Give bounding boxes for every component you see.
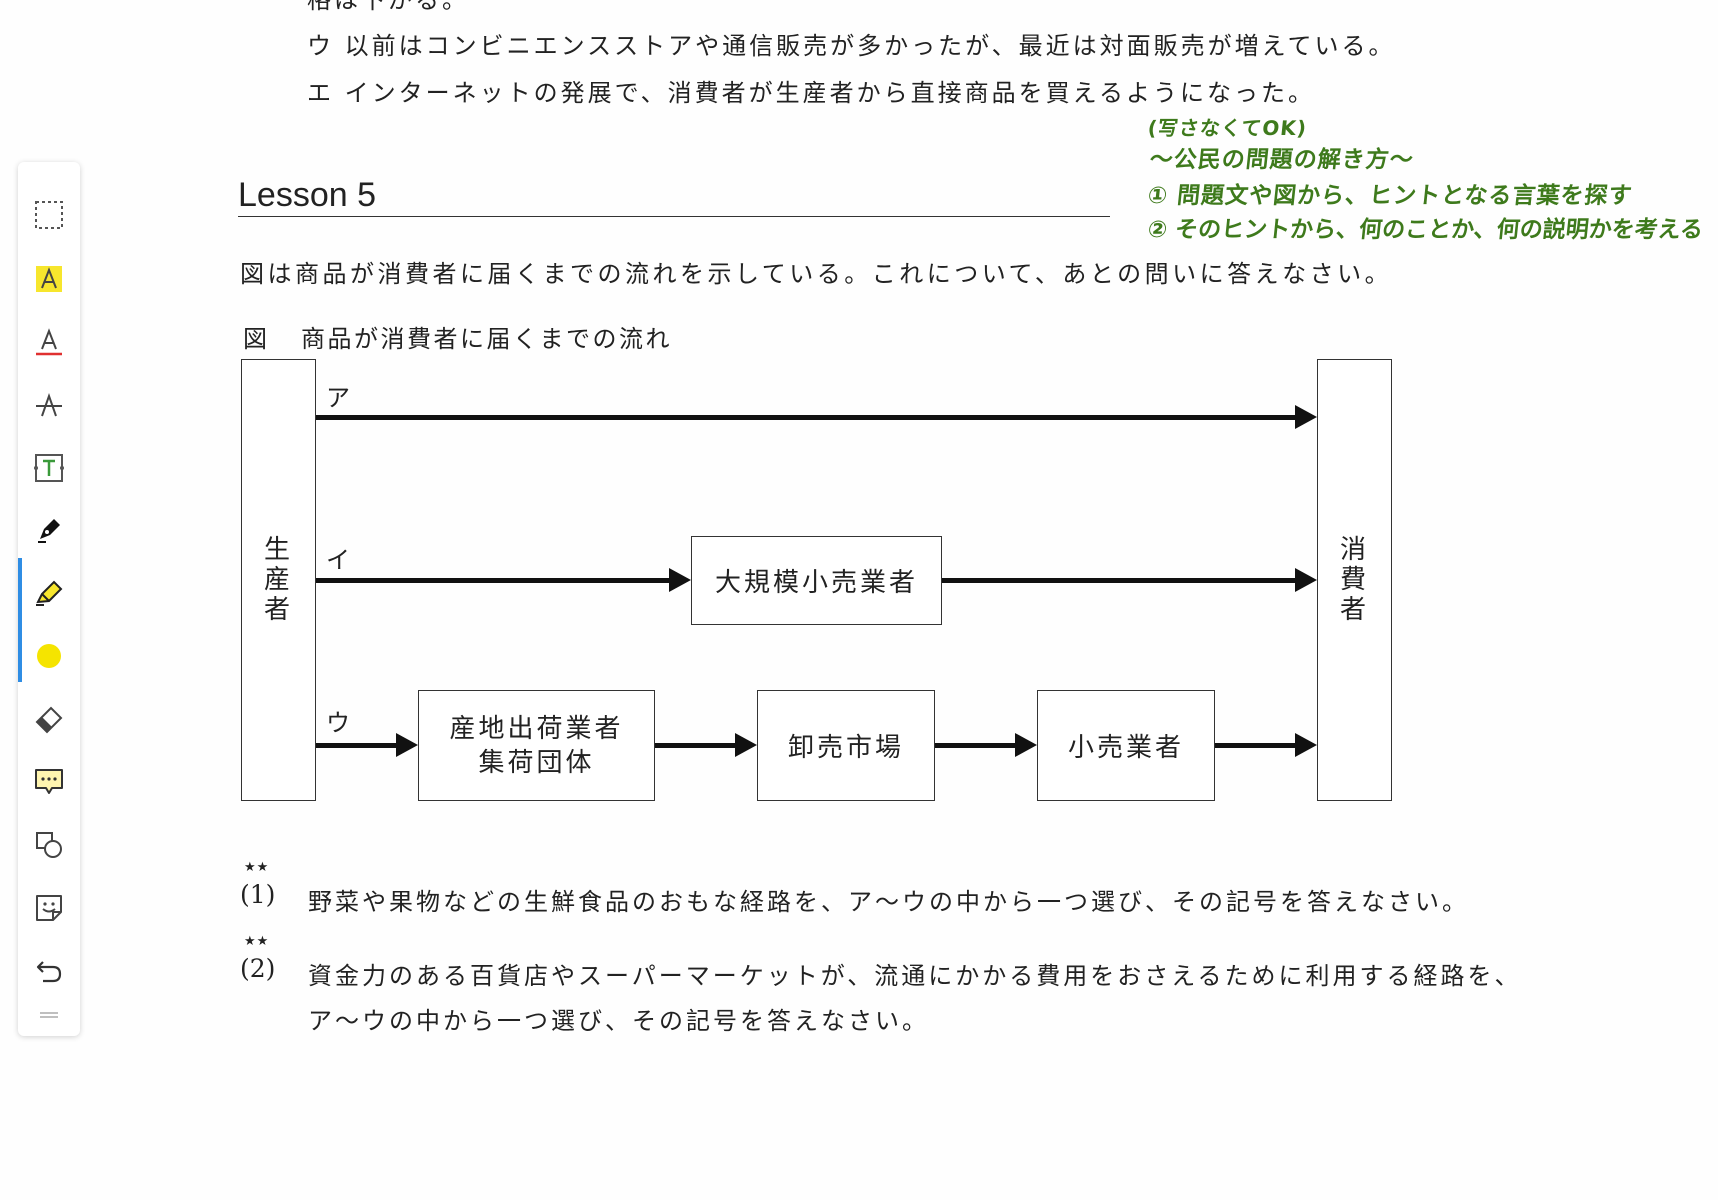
route-u-arrowhead-1	[396, 733, 418, 757]
route-i-arrowhead-2	[1295, 568, 1317, 592]
route-u-arrowhead-4	[1295, 733, 1317, 757]
route-u-line-3	[935, 743, 1016, 748]
lesson-title: Lesson 5	[238, 176, 376, 214]
drag-handle-icon[interactable]	[18, 1000, 80, 1030]
handwritten-note-line-1: (写さなくてOK)	[1146, 116, 1309, 140]
strikethrough-text-icon[interactable]	[18, 379, 80, 431]
route-i-arrowhead-1	[669, 568, 691, 592]
shapes-icon[interactable]	[18, 819, 80, 871]
question-1-difficulty-stars: ★★	[244, 860, 270, 875]
question-1-number: (1)	[240, 880, 276, 909]
producer-char-3: 者	[263, 595, 293, 625]
route-i-line-2	[942, 578, 1295, 583]
origin-shipper-label-1: 産地出荷業者	[449, 713, 624, 744]
producer-char-2: 産	[263, 565, 293, 595]
route-u-arrowhead-3	[1015, 733, 1037, 757]
route-u-line-2	[655, 743, 736, 748]
top-text-line-2: エ インターネットの発展で、消費者が生産者から直接商品を買えるようになった。	[307, 79, 1315, 107]
question-2-number: (2)	[240, 954, 276, 983]
route-i-line-1	[316, 578, 670, 583]
large-retailer-box: 大規模小売業者	[691, 536, 942, 625]
active-tool-indicator	[18, 558, 22, 682]
question-2-text-line-1: 資金力のある百貨店やスーパーマーケットが、流通にかかる費用をおさえるために利用す…	[308, 962, 1522, 990]
color-swatch-yellow[interactable]	[18, 630, 80, 682]
route-a-label: ア	[326, 384, 350, 412]
highlighter-icon[interactable]	[18, 567, 80, 619]
wholesale-market-box: 卸売市場	[757, 690, 935, 801]
top-text-line-0: 格は下がる。	[307, 0, 469, 14]
eraser-icon[interactable]	[18, 693, 80, 745]
question-1-text: 野菜や果物などの生鮮食品のおもな経路を、ア～ウの中から一つ選び、その記号を答えな…	[308, 888, 1469, 916]
handwritten-note-line-3: ① 問題文や図から、ヒントとなる言葉を探す	[1146, 183, 1634, 209]
handwritten-note-line-2: ～公民の問題の解き方～	[1148, 147, 1416, 173]
figure-label: 図	[243, 325, 271, 353]
origin-shipper-label-2: 集荷団体	[478, 747, 595, 778]
pen-icon[interactable]	[18, 504, 80, 556]
route-u-line-1	[316, 743, 396, 748]
route-i-label: イ	[326, 546, 350, 574]
consumer-char-3: 者	[1339, 595, 1369, 625]
lesson-intro: 図は商品が消費者に届くまでの流れを示している。これについて、あとの問いに答えなさ…	[240, 260, 1393, 288]
question-2-text-line-2: ア～ウの中から一つ選び、その記号を答えなさい。	[308, 1007, 929, 1035]
consumer-char-1: 消	[1339, 535, 1369, 565]
producer-box: 生 産 者	[241, 359, 316, 801]
producer-char-1: 生	[263, 535, 293, 565]
consumer-box: 消 費 者	[1317, 359, 1392, 801]
text-box-icon[interactable]	[18, 442, 80, 494]
annotation-toolbar	[18, 162, 80, 1036]
handwritten-note-line-4: ② そのヒントから、何のことか、何の説明かを考える	[1146, 217, 1705, 243]
comment-icon[interactable]	[18, 756, 80, 808]
origin-shipper-box: 産地出荷業者 集荷団体	[418, 690, 655, 801]
retailer-box: 小売業者	[1037, 690, 1215, 801]
top-text-line-1: ウ 以前はコンビニエンスストアや通信販売が多かったが、最近は対面販売が増えている…	[307, 32, 1396, 60]
undo-icon[interactable]	[18, 945, 80, 997]
underline-text-icon[interactable]	[18, 316, 80, 368]
route-a-line	[316, 415, 1295, 420]
consumer-char-2: 費	[1339, 565, 1369, 595]
question-2-difficulty-stars: ★★	[244, 934, 270, 949]
figure-title: 商品が消費者に届くまでの流れ	[301, 325, 672, 353]
route-a-arrowhead	[1295, 405, 1317, 429]
route-u-label: ウ	[326, 709, 350, 737]
highlight-text-icon[interactable]	[18, 253, 80, 305]
lesson-title-rule	[238, 216, 1110, 217]
route-u-line-4	[1215, 743, 1295, 748]
route-u-arrowhead-2	[735, 733, 757, 757]
sticker-icon[interactable]	[18, 882, 80, 934]
lasso-select-icon[interactable]	[18, 189, 80, 241]
